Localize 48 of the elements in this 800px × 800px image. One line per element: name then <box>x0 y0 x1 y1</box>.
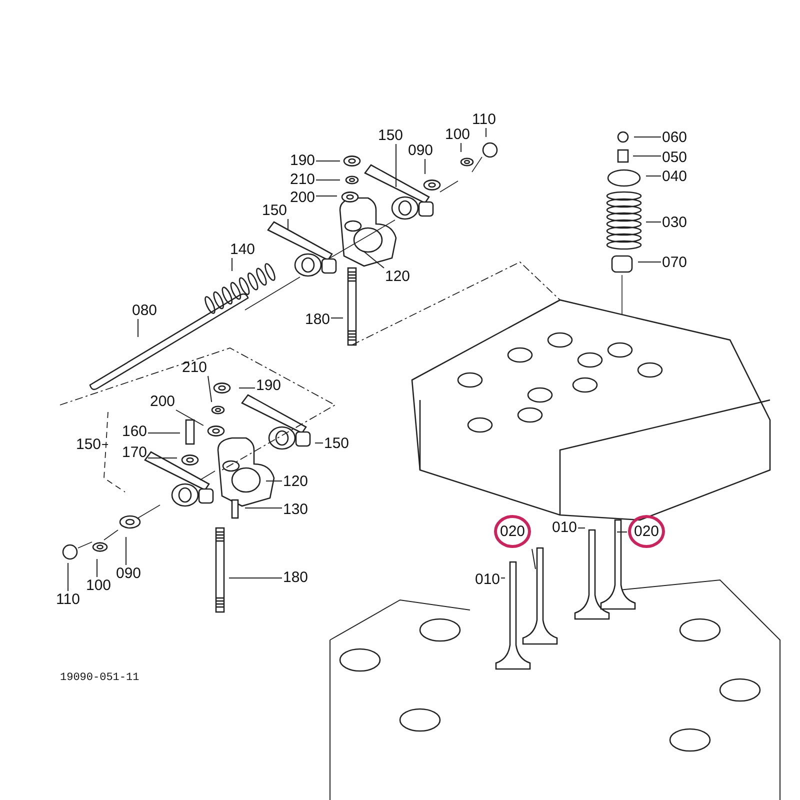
callout-number: 180 <box>283 570 308 585</box>
leader-line <box>364 251 384 268</box>
callout-number: 120 <box>385 269 410 284</box>
leader-line <box>316 160 340 162</box>
leader-line <box>532 548 536 570</box>
callout-number: 050 <box>662 150 688 165</box>
callout-number: 080 <box>132 303 158 318</box>
callout-number: 200 <box>290 190 316 205</box>
callout-number: 110 <box>472 112 496 127</box>
callout-number: 180 <box>305 312 330 327</box>
leader-line <box>634 136 662 138</box>
callout-number: 150 <box>76 437 102 452</box>
callout-number: 150 <box>262 203 288 218</box>
callout-number: 160 <box>122 424 148 439</box>
leader-line <box>208 376 212 402</box>
callout-number: 090 <box>116 566 142 581</box>
callout-number: 010 <box>552 520 578 535</box>
callout-number: 040 <box>662 169 688 184</box>
leader-line <box>266 480 282 482</box>
callout-number: 130 <box>283 502 308 517</box>
callout-number: 110 <box>56 592 80 607</box>
leader-line <box>314 442 324 444</box>
callout-number: 030 <box>662 215 688 230</box>
callout-number: 210 <box>182 360 208 375</box>
callout-number: 140 <box>230 242 256 257</box>
callout-number: 190 <box>290 153 316 168</box>
callout-number: 190 <box>256 378 282 393</box>
callout-number: 200 <box>150 394 176 409</box>
callout-number: 150 <box>378 128 404 143</box>
circled-callout-number: 020 <box>628 515 666 548</box>
callout-number: 070 <box>662 255 688 270</box>
callout-number: 060 <box>662 130 688 145</box>
callout-number: 100 <box>445 127 470 142</box>
callout-number: 150 <box>324 436 350 451</box>
drawing-number: 19090-051-11 <box>60 672 140 684</box>
leader-line <box>460 142 462 152</box>
callout-number: 120 <box>283 474 308 489</box>
leader-line <box>176 410 204 426</box>
leader-line <box>424 158 426 174</box>
leader-line <box>148 432 180 434</box>
callout-number: 100 <box>86 578 112 593</box>
circled-callout-number: 020 <box>494 515 532 548</box>
leader-line <box>102 444 109 445</box>
callout-number: 170 <box>122 445 148 460</box>
leader-line <box>96 558 98 578</box>
callout-number: 090 <box>408 143 434 158</box>
callout-number: 010 <box>475 572 500 587</box>
callout-number: 210 <box>290 172 316 187</box>
